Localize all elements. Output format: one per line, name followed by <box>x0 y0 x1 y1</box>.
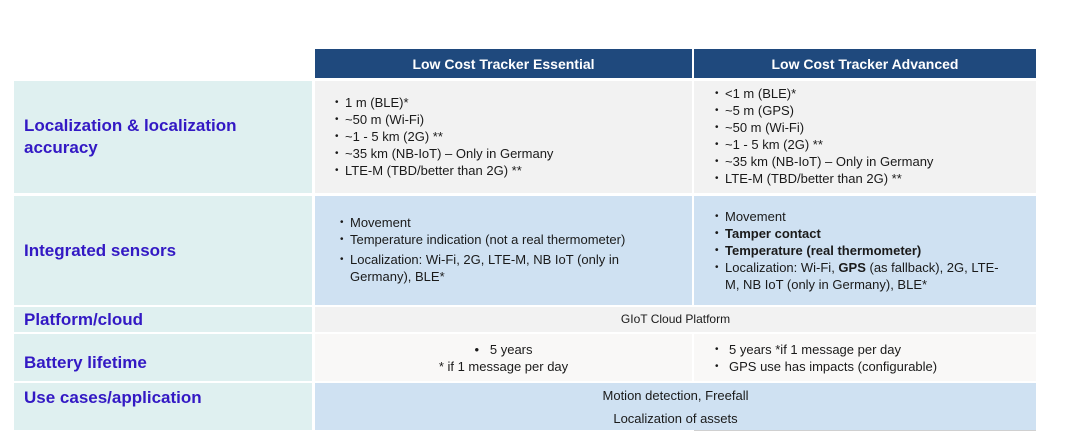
column-header-essential: Low Cost Tracker Essential <box>315 49 692 78</box>
list-item: Tamper contact <box>715 225 1005 242</box>
bullet-list: Movement Temperature indication (not a r… <box>340 214 660 285</box>
list-item: ~35 km (NB-IoT) – Only in Germany <box>335 145 692 162</box>
battery-years: 5 years <box>489 342 533 357</box>
list-item: Localization: Wi-Fi, 2G, LTE-M, NB IoT (… <box>340 251 660 285</box>
list-item: ~5 m (GPS) <box>715 102 1036 119</box>
text-part: (as fallback), 2G, LTE-M, NB IoT (only i… <box>725 260 999 292</box>
cell-battery-essential: • 5 years * if 1 message per day <box>315 334 692 381</box>
cell-sensors-essential: Movement Temperature indication (not a r… <box>315 196 692 305</box>
list-item: ~1 - 5 km (2G) ** <box>335 128 692 145</box>
text-part-bold: GPS <box>838 260 866 275</box>
table-bottom-border <box>694 430 1036 431</box>
list-item: ~1 - 5 km (2G) ** <box>715 136 1036 153</box>
bullet-list: 5 years *if 1 message per day GPS use ha… <box>715 341 1036 375</box>
list-item: Localization: Wi-Fi, GPS (as fallback), … <box>715 259 1005 293</box>
list-item: <1 m (BLE)* <box>715 85 1036 102</box>
list-item: Temperature indication (not a real therm… <box>340 231 660 248</box>
row-label-localization: Localization & localization accuracy <box>14 81 312 193</box>
list-item: 5 years *if 1 message per day <box>715 341 1036 358</box>
row-label-text: Integrated sensors <box>24 240 177 260</box>
bullet-list: Movement Tamper contact Temperature (rea… <box>715 208 1005 293</box>
list-item: 1 m (BLE)* <box>335 94 692 111</box>
text-part: Localization: Wi-Fi, <box>725 260 839 275</box>
row-label-battery: Battery lifetime <box>14 334 312 381</box>
cell-battery-advanced: 5 years *if 1 message per day GPS use ha… <box>694 334 1036 381</box>
bullet-list: <1 m (BLE)* ~5 m (GPS) ~50 m (Wi-Fi) ~1 … <box>715 85 1036 187</box>
bullet-list: 1 m (BLE)* ~50 m (Wi-Fi) ~1 - 5 km (2G) … <box>335 94 692 179</box>
row-label-platform: Platform/cloud <box>14 307 312 332</box>
row-label-usecases: Use cases/application <box>14 383 312 430</box>
row-label-text: Platform/cloud <box>24 309 144 329</box>
battery-bullet: • 5 years <box>474 342 533 357</box>
list-item: LTE-M (TBD/better than 2G) ** <box>335 162 692 179</box>
column-header-advanced: Low Cost Tracker Advanced <box>694 49 1036 78</box>
list-item: ~50 m (Wi-Fi) <box>335 111 692 128</box>
cell-sensors-advanced: Movement Tamper contact Temperature (rea… <box>694 196 1036 305</box>
usecase-item: Motion detection, Freefall <box>602 388 749 403</box>
list-item: Temperature (real thermometer) <box>715 242 1005 259</box>
row-label-text: Localization & localization accuracy <box>24 116 237 157</box>
list-item: ~35 km (NB-IoT) – Only in Germany <box>715 153 1036 170</box>
cell-usecases: Motion detection, Freefall Localization … <box>315 383 1036 430</box>
cell-localization-essential: 1 m (BLE)* ~50 m (Wi-Fi) ~1 - 5 km (2G) … <box>315 81 692 193</box>
row-label-text: Use cases/application <box>24 388 202 407</box>
list-item: LTE-M (TBD/better than 2G) ** <box>715 170 1036 187</box>
usecase-item: Localization of assets <box>613 411 738 426</box>
list-item: Movement <box>340 214 660 231</box>
cell-platform: GIoT Cloud Platform <box>315 307 1036 332</box>
list-item: Movement <box>715 208 1005 225</box>
row-label-text: Battery lifetime <box>24 352 147 372</box>
list-item: GPS use has impacts (configurable) <box>715 358 1036 375</box>
battery-note: * if 1 message per day <box>438 359 569 374</box>
row-label-sensors: Integrated sensors <box>14 196 312 305</box>
list-item: ~50 m (Wi-Fi) <box>715 119 1036 136</box>
cell-localization-advanced: <1 m (BLE)* ~5 m (GPS) ~50 m (Wi-Fi) ~1 … <box>694 81 1036 193</box>
